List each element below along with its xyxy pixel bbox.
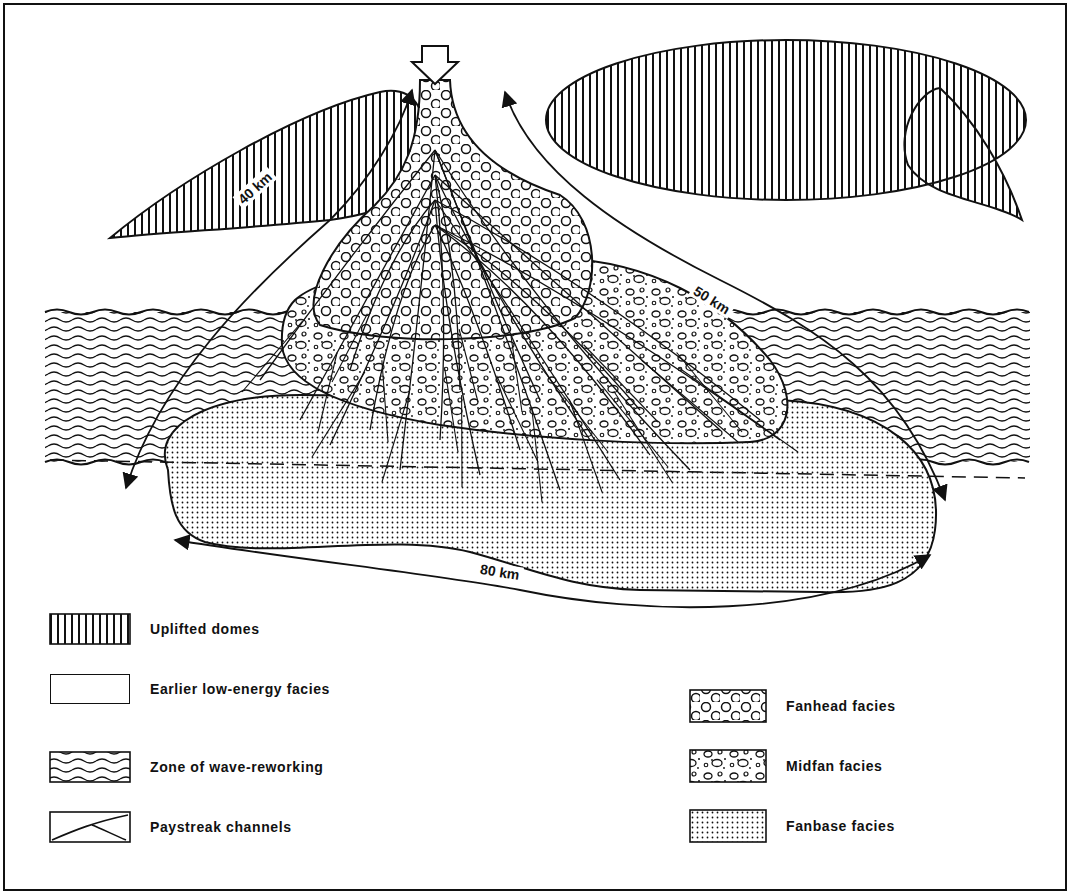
paystreak-channel [532,407,542,502]
legend-label: Zone of wave-reworking [150,759,323,775]
legend-label: Midfan facies [786,758,883,774]
paystreak-channel [435,175,460,390]
paystreak-channel [435,200,760,420]
legend-label: Uplifted domes [150,621,260,637]
legend-label: Fanhead facies [786,698,896,714]
distance-arrow [126,90,412,488]
channel-sample [52,815,128,840]
paystreak-channels [242,150,798,502]
paystreak-channel [350,200,435,370]
paystreak-channel [679,368,798,452]
legend-swatch [50,812,130,842]
frame [4,4,1066,890]
paystreak-channel [597,380,668,467]
distance-arrow [505,92,945,500]
paystreak-channel [370,225,435,430]
legend-swatch [690,750,766,782]
paystreak-channel [614,391,672,482]
paystreak-channel [435,150,540,400]
paystreak-channel [400,150,435,470]
legend-label: Fanbase facies [786,818,895,834]
paystreak-channel [330,200,435,445]
paystreak-channel [435,200,480,475]
paystreak-channel [435,225,640,410]
paystreak-channel [435,225,780,440]
uplifted-dome [904,88,1022,220]
paystreak-channel [435,175,720,430]
legend-swatch [50,614,130,644]
paystreak-channel [260,150,435,380]
paystreak-channel [569,399,602,492]
legend-label: Earlier low-energy facies [150,681,330,697]
distance-arrow [175,540,930,607]
paystreak-channel [497,376,538,462]
paystreak-channel [511,337,522,412]
paystreak-channel [445,368,458,452]
paystreak-channel [461,395,462,487]
legend-swatch [690,690,766,722]
paystreak-channel [459,329,478,402]
legend-swatch [690,810,766,842]
paystreak-channel [318,353,337,433]
legend-swatch [50,752,130,782]
legend-label: Paystreak channels [150,819,292,835]
paystreak-channel [382,360,388,442]
legend-swatch [50,674,130,704]
paystreak-channel [300,175,435,420]
paystreak-channel [435,225,650,455]
paystreak-channel [312,372,365,457]
paystreak-channel [332,314,367,382]
paystreak-channel [382,391,410,482]
paystreak-channel [435,200,620,480]
paystreak-channel [242,322,302,393]
paystreak-channel [584,345,658,422]
source-arrow [412,46,458,84]
paystreak-channel [435,150,690,470]
paystreak-channel [677,353,742,433]
